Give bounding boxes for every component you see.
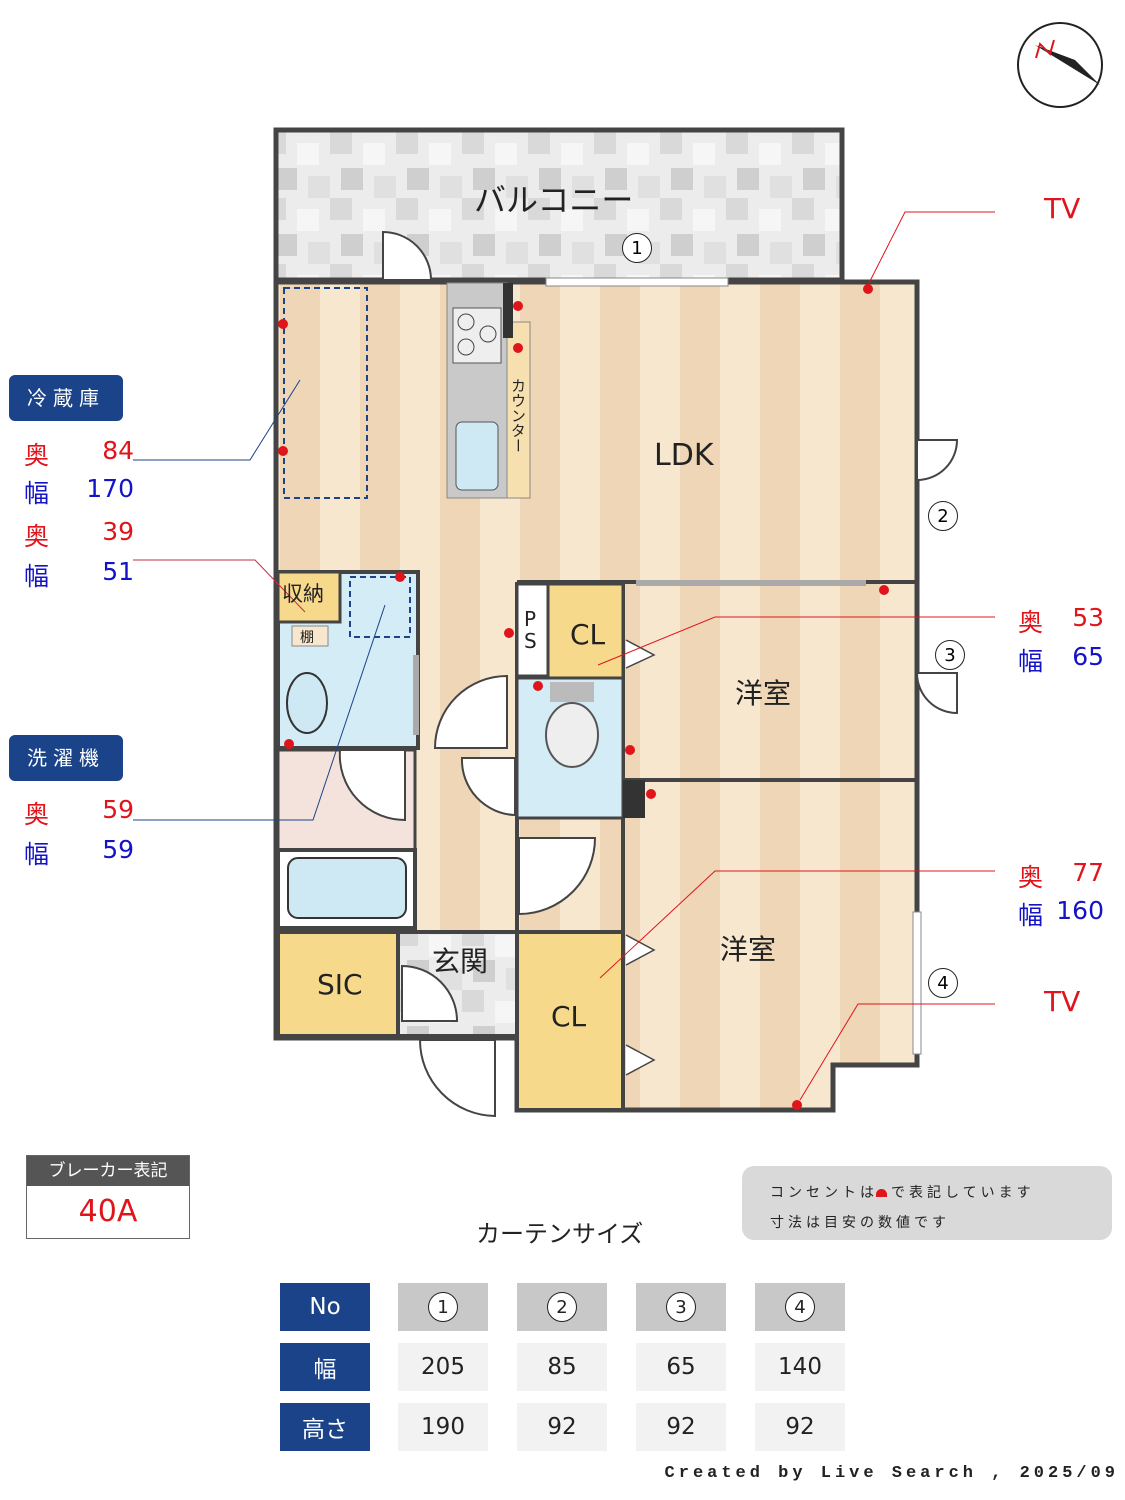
- fridge-depth-label: 奥: [24, 441, 50, 470]
- washer-space: [349, 576, 411, 638]
- washer-width-row: 幅 59: [24, 835, 134, 871]
- closet1-width-label: 幅: [1018, 647, 1044, 676]
- closet1-width-row: 幅 65: [1018, 642, 1104, 678]
- window-1-marker: 1: [622, 233, 652, 263]
- curtain-number: 2: [547, 1292, 577, 1322]
- bathtub: [287, 857, 407, 919]
- compass-north-icon: [1017, 22, 1103, 108]
- window-3-marker: 3: [935, 640, 965, 670]
- curtain-title: カーテンサイズ: [476, 1220, 644, 1248]
- tv-label-ldk: TV: [1044, 192, 1081, 225]
- closet2-label: CL: [551, 1000, 587, 1033]
- curtain-width: 205: [398, 1343, 488, 1391]
- fridge-width-label: 幅: [24, 479, 50, 508]
- closet1-depth-label: 奥: [1018, 608, 1044, 637]
- closet1-label: CL: [570, 618, 606, 651]
- fridge-width-row: 幅 170: [24, 474, 134, 510]
- curtain-height: 92: [755, 1403, 845, 1451]
- breaker-value: 40A: [78, 1194, 138, 1229]
- balcony-label: バルコニー: [474, 181, 634, 219]
- storage-depth-row: 奥 39: [24, 517, 134, 553]
- closet2-width-label: 幅: [1018, 901, 1044, 930]
- closet2-width: 160: [1056, 896, 1104, 925]
- curtain-number-cell: 4: [755, 1283, 845, 1331]
- row-header-height: 高さ: [280, 1403, 370, 1451]
- closet1-depth-row: 奥 53: [1018, 603, 1104, 639]
- curtain-height: 92: [636, 1403, 726, 1451]
- closet1: [546, 582, 625, 680]
- curtain-height: 190: [398, 1403, 488, 1451]
- curtain-width: 140: [755, 1343, 845, 1391]
- western-room2-label: 洋室: [720, 933, 777, 966]
- curtain-number-cell: 2: [517, 1283, 607, 1331]
- note-line1-b: で表記しています: [891, 1185, 1035, 1201]
- fridge-depth: 84: [102, 436, 134, 465]
- doors: [338, 230, 959, 1118]
- closet2-width-row: 幅 160: [1018, 896, 1104, 932]
- storage-label: 収納: [282, 582, 324, 606]
- ps-label: PS: [524, 607, 537, 653]
- western-room1-label: 洋室: [735, 677, 792, 710]
- breaker-box: ブレーカー表記 40A: [26, 1155, 190, 1239]
- balcony: [273, 127, 845, 283]
- window-4-marker: 4: [928, 968, 958, 998]
- closet1-width: 65: [1072, 642, 1104, 671]
- curtain-width: 65: [636, 1343, 726, 1391]
- washer-width-label: 幅: [24, 840, 50, 869]
- curtain-number: 3: [666, 1292, 696, 1322]
- ldk-label: LDK: [654, 438, 714, 473]
- fridge-depth-row: 奥 84: [24, 436, 134, 472]
- breaker-title: ブレーカー表記: [27, 1156, 189, 1186]
- closet2: [515, 930, 625, 1112]
- curtain-number-cell: 3: [636, 1283, 726, 1331]
- outlet-legend-icon: [876, 1189, 887, 1197]
- footer-credit: Created by Live Search , 2025/09: [664, 1464, 1119, 1483]
- washer-width: 59: [102, 835, 134, 864]
- window-2-marker: 2: [928, 501, 958, 531]
- washer-depth: 59: [102, 795, 134, 824]
- fridge-width: 170: [86, 474, 134, 503]
- outlet-markers: [278, 284, 889, 1110]
- counter-label: カウンター: [509, 378, 527, 453]
- storage-width: 51: [102, 557, 134, 586]
- entrance-label: 玄関: [432, 945, 489, 978]
- note-line2: 寸法は目安の数値です: [770, 1215, 950, 1231]
- fridge-callout-title: 冷蔵庫: [9, 375, 123, 421]
- curtain-height: 92: [517, 1403, 607, 1451]
- fridge-space: [283, 287, 368, 499]
- washer-callout-title: 洗濯機: [9, 735, 123, 781]
- storage-width-label: 幅: [24, 562, 50, 591]
- closet2-depth-row: 奥 77: [1018, 858, 1104, 894]
- curtain-number: 1: [428, 1292, 458, 1322]
- storage-area: [276, 570, 342, 624]
- note-line1-a: コンセントは: [770, 1185, 878, 1201]
- curtain-number-cell: 1: [398, 1283, 488, 1331]
- storage-depth: 39: [102, 517, 134, 546]
- shelf-label: 棚: [300, 630, 314, 646]
- closet1-depth: 53: [1072, 603, 1104, 632]
- tv-label-western: TV: [1044, 985, 1081, 1018]
- row-header-width: 幅: [280, 1343, 370, 1391]
- curtain-width: 85: [517, 1343, 607, 1391]
- curtain-number: 4: [785, 1292, 815, 1322]
- storage-depth-label: 奥: [24, 522, 50, 551]
- closet2-depth-label: 奥: [1018, 863, 1044, 892]
- note-box: コンセントはで表記しています 寸法は目安の数値です: [742, 1166, 1112, 1240]
- storage-width-row: 幅 51: [24, 557, 134, 593]
- sic: [276, 930, 400, 1038]
- washer-depth-label: 奥: [24, 800, 50, 829]
- closet2-depth: 77: [1072, 858, 1104, 887]
- row-header-no: No: [280, 1283, 370, 1331]
- sic-label: SIC: [317, 968, 363, 1001]
- washer-depth-row: 奥 59: [24, 795, 134, 831]
